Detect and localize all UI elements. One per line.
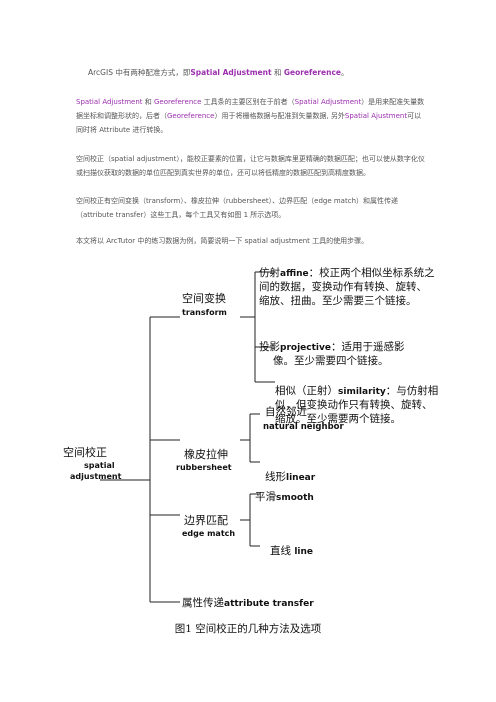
paragraph-difference: Spatial Adjustment 和 Georeference 工具条的主要… [76, 98, 425, 134]
option-natural-en: natural neighbor [263, 422, 344, 432]
paragraph-definition: 空间校正（spatial adjustment），能校正要素的位置，让它与数据库… [76, 155, 425, 177]
method-tree-diagram: 空间校正 spatial adjustment 空间变换 transform 仿… [63, 266, 438, 609]
svg-text:缩放、扭曲。至少需要三个链接。: 缩放、扭曲。至少需要三个链接。 [259, 294, 417, 307]
node-root-en2: adjustment [70, 472, 122, 481]
option-line: 直线 line [270, 544, 313, 557]
option-smooth: 平滑smooth [255, 491, 314, 503]
node-root-cn: 空间校正 [63, 445, 107, 459]
node-edgematch-cn: 边界匹配 [184, 514, 228, 527]
term-spatial-adjustment: Spatial Adjustment [190, 68, 272, 77]
node-transform-en: transform [182, 308, 227, 317]
svg-text:像。至少需要四个链接。: 像。至少需要四个链接。 [273, 354, 389, 367]
option-projective: 投影projective：适用于遥感影 [259, 340, 405, 353]
node-root-en1: spatial [84, 461, 115, 470]
term-georeference: Georeference [283, 68, 342, 77]
node-attribute-transfer: 属性传递attribute transfer [182, 596, 314, 609]
option-natural-cn: 自然邻近 [265, 405, 307, 418]
option-affine: 仿射affine：校正两个相似坐标系统之 [259, 266, 435, 279]
node-rubbersheet-en: rubbersheet [176, 463, 232, 472]
svg-text:缩放。至少需要两个链接。: 缩放。至少需要两个链接。 [275, 412, 401, 425]
node-edgematch-en: edge match [182, 529, 235, 538]
node-transform-cn: 空间变换 [182, 291, 226, 305]
svg-text:间的数据，变换动作有转换、旋转、: 间的数据，变换动作有转换、旋转、 [259, 280, 427, 293]
svg-text:似，但变换动作只有转换、旋转、: 似，但变换动作只有转换、旋转、 [275, 398, 433, 411]
option-linear: 线形linear [265, 470, 316, 483]
option-similarity: 相似（正射）similarity：与仿射相 [275, 384, 438, 397]
figure-caption: 图1 空间校正的几种方法及选项 [174, 623, 322, 635]
paragraph-example: 本文将以 ArcTutor 中的练习数据为例，简要说明一下 spatial ad… [76, 237, 369, 245]
node-rubbersheet-cn: 橡皮拉伸 [184, 447, 228, 461]
paragraph-tools: 空间校正有空间变换（transform）、橡皮拉伸（rubbersheet）、边… [76, 197, 399, 219]
intro-line: ArcGIS 中有两种配准方式，即Spatial Adjustment 和 Ge… [88, 68, 349, 77]
